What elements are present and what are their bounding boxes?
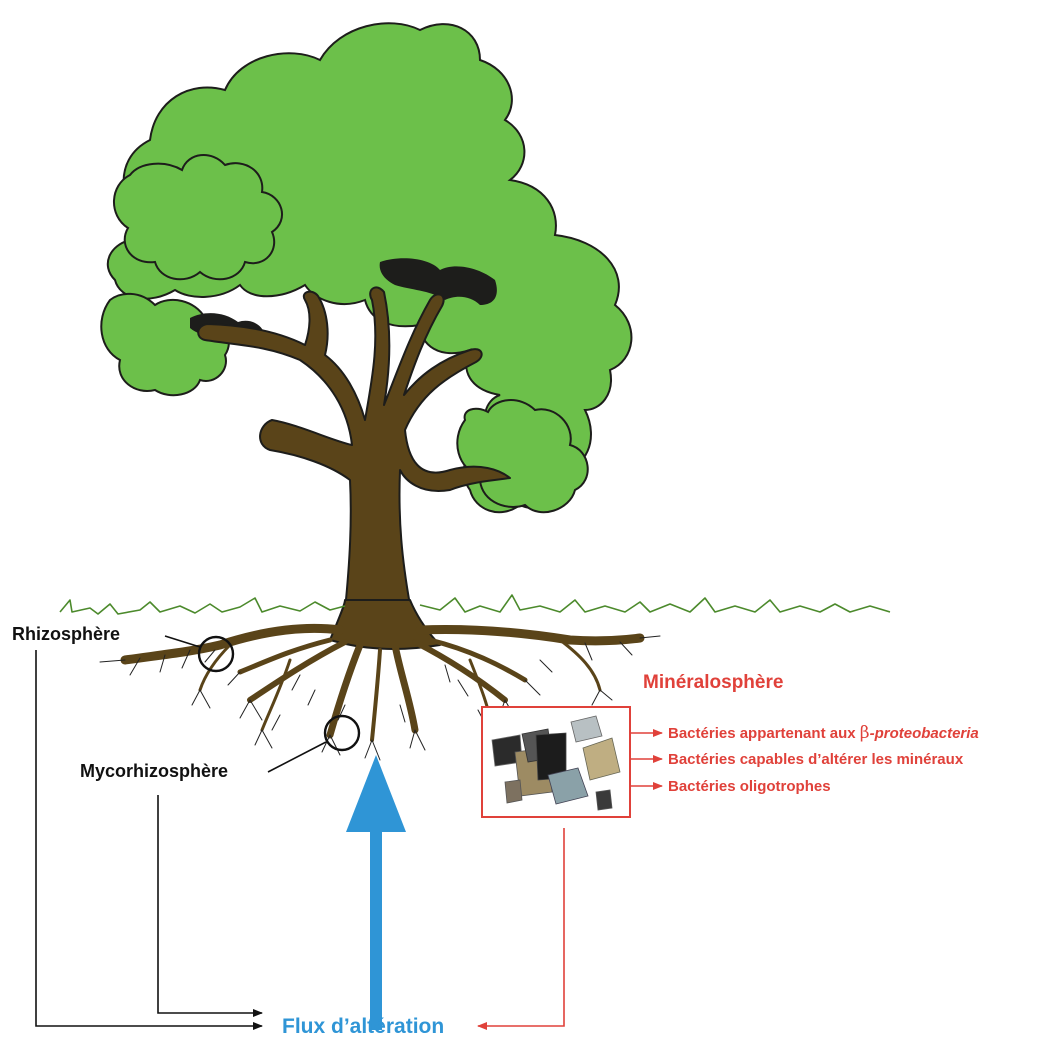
up-arrow-icon [346, 755, 406, 1030]
ground-grass [59, 594, 891, 615]
mineral-fragments [491, 715, 621, 811]
mineralosphere-to-flux-connector [477, 828, 565, 1030]
rhizosphere-marker-circle [197, 635, 235, 673]
bacteria-item-1-prefix: Bactéries appartenant aux [668, 725, 860, 742]
bacteria-item-2: Bactéries capables d’altérer les minérau… [668, 751, 964, 768]
mycorhizosphere-leader [267, 741, 327, 773]
tree-illustration [59, 22, 891, 761]
mycorhizosphere-to-flux-connector [157, 795, 263, 1017]
flux-label: Flux d’altération [282, 1015, 444, 1038]
tree-roots [120, 623, 645, 742]
rhizosphere-label: Rhizosphère [12, 624, 120, 644]
rhizosphere-to-flux-connector [35, 650, 263, 1030]
mineral-fragments-image [481, 706, 631, 818]
bacteria-item-1-taxon: -proteobacteria [870, 725, 979, 742]
bacteria-item-1: Bactéries appartenant aux β-proteobacter… [668, 723, 979, 743]
mineralosphere-label: Minéralosphère [643, 672, 783, 693]
mycorhizosphere-marker-circle [323, 714, 361, 752]
beta-symbol: β [860, 723, 870, 743]
bacteria-item-3: Bactéries oligotrophes [668, 778, 831, 795]
rhizosphere-leader [164, 635, 201, 648]
mycorhizosphere-label: Mycorhizosphère [80, 761, 228, 781]
